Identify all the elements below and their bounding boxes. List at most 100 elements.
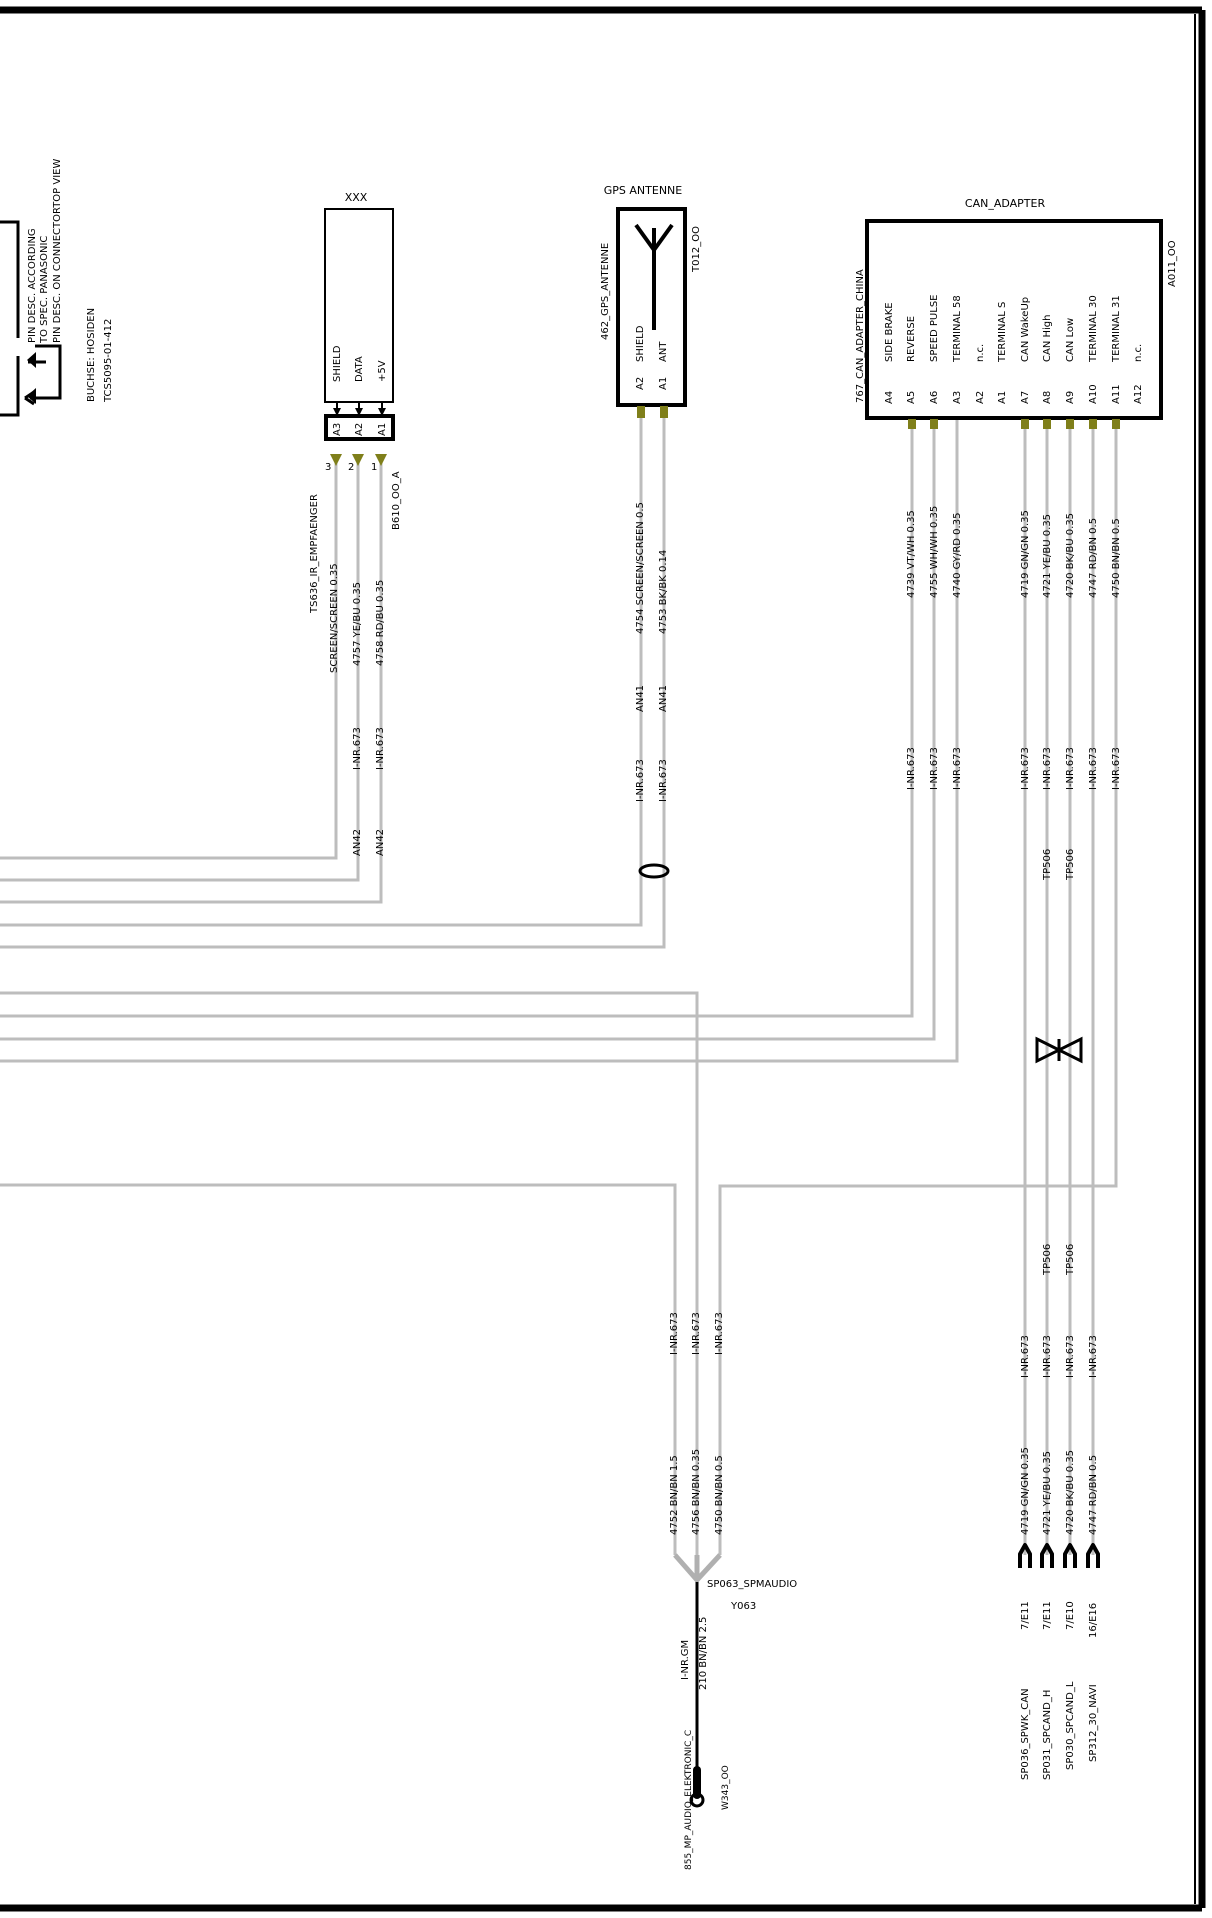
can-nr-1: I-NR.673 bbox=[906, 747, 917, 790]
can-tp-low: TP506 bbox=[1065, 849, 1076, 881]
can-wire-4750: 4750 BN/BN 0.5 bbox=[1111, 518, 1122, 598]
gps-an-shield: AN41 bbox=[635, 685, 646, 712]
wire-can-speed-pulse bbox=[0, 420, 959, 1063]
can-cavity-a5: A5 bbox=[906, 391, 917, 404]
gps-title: GPS ANTENNE bbox=[604, 184, 683, 197]
splice-spcand-h: SP031_SPCAND_H bbox=[1042, 1690, 1053, 1780]
buchse-line-2: TCS5095-01-412 bbox=[103, 319, 114, 403]
wire-can-side-brake bbox=[0, 420, 914, 1018]
splice-fan bbox=[673, 1553, 722, 1584]
gps-an-ant: AN41 bbox=[658, 685, 669, 712]
can-cavity-a10: A10 bbox=[1088, 384, 1099, 404]
splice-spmaudio: SP063_SPMAUDIO bbox=[707, 1579, 797, 1590]
lower-wire-4747: 4747 RD/BN 0.5 bbox=[1088, 1455, 1099, 1535]
can-pin-speed-pulse: SPEED PULSE bbox=[929, 295, 940, 362]
can-pin-high: CAN High bbox=[1042, 315, 1053, 362]
ir-cavity-a2: A2 bbox=[354, 423, 365, 436]
can-pin-wakeup: CAN WakeUp bbox=[1020, 297, 1031, 362]
can-pin-terminal-58: TERMINAL 58 bbox=[952, 295, 963, 363]
ir-pin-number-3: 3 bbox=[325, 462, 331, 473]
splice-spcand-l: SP030_SPCAND_L bbox=[1065, 1681, 1076, 1770]
splice-y063: Y063 bbox=[730, 1601, 756, 1612]
ir-connector-id: B610_OO_A bbox=[391, 471, 402, 530]
can-nr-7: I-NR.673 bbox=[1088, 747, 1099, 790]
pin-desc-line-3: PIN DESC. ON CONNECTORTOP VIEW bbox=[52, 159, 63, 343]
gps-nr-shield: I-NR.673 bbox=[635, 759, 646, 802]
mid-nr-right: I-NR.673 bbox=[714, 1312, 725, 1355]
ref-wakeup: 7/E11 bbox=[1020, 1601, 1031, 1630]
can-cavity-a12: A12 bbox=[1133, 384, 1144, 404]
can-cavity-a6: A6 bbox=[929, 391, 940, 404]
can-cavity-a2: A2 bbox=[975, 391, 986, 404]
splice-connector-term30-icon bbox=[1086, 1543, 1100, 1568]
can-pin-reverse: REVERSE bbox=[906, 316, 917, 362]
gps-cavity-a2: A2 bbox=[635, 377, 646, 390]
wire-ir-shield bbox=[0, 462, 338, 860]
twisted-pair-bowtie-icon bbox=[1035, 1036, 1083, 1064]
can-cavity-a11: A11 bbox=[1111, 384, 1122, 404]
can-device-name: 767_CAN_ADAPTER_CHINA bbox=[855, 269, 866, 403]
wire-ir-5v bbox=[0, 462, 383, 904]
ir-pin-shield: SHIELD bbox=[332, 345, 343, 382]
ir-wire-shield: SCREEN/SCREEN 0.35 bbox=[329, 563, 340, 673]
can-cavity-a4: A4 bbox=[884, 391, 895, 404]
can-nr-6: I-NR.673 bbox=[1065, 747, 1076, 790]
can-pin-side-brake: SIDE BRAKE bbox=[884, 302, 895, 362]
wire-gps-ant bbox=[0, 410, 666, 949]
wire-gps-shield bbox=[0, 410, 643, 927]
lower-wire-4720: 4720 BK/BU 0.35 bbox=[1065, 1450, 1076, 1535]
gps-cavity-a1: A1 bbox=[658, 377, 669, 390]
can-wire-4739: 4739 VT/WH 0.35 bbox=[906, 510, 917, 598]
can-wire-4740: 4740 GY/RD 0.35 bbox=[952, 513, 963, 598]
gps-antenna: GPS ANTENNE 462_GPS_ANTENNE T012_OO SHIE… bbox=[600, 184, 702, 879]
ir-an-data: AN42 bbox=[352, 829, 363, 856]
can-pin-nc-1: n.c. bbox=[975, 344, 986, 362]
can-connector-id: A011_OO bbox=[1167, 240, 1178, 287]
pin-desc-arrow-icon bbox=[27, 352, 36, 404]
can-cavity-a9: A9 bbox=[1065, 391, 1076, 404]
ir-cavity-a3: A3 bbox=[332, 423, 343, 436]
can-box bbox=[865, 219, 1163, 420]
pin-desc-bracket bbox=[0, 220, 62, 417]
ir-pin-data: DATA bbox=[354, 356, 365, 382]
diagram-frame bbox=[0, 6, 1206, 1912]
mid-nr-left: I-NR.673 bbox=[669, 1312, 680, 1355]
lower-nr-term30: I-NR.673 bbox=[1088, 1335, 1099, 1378]
ir-nr-5v: I-NR.673 bbox=[375, 727, 386, 770]
can-pin-terminal-31: TERMINAL 31 bbox=[1111, 295, 1122, 363]
can-pin-nc-2: n.c. bbox=[1133, 344, 1144, 362]
ir-box-title: XXX bbox=[345, 191, 368, 204]
splice-30-navi: SP312_30_NAVI bbox=[1088, 1684, 1099, 1762]
can-cavity-a8: A8 bbox=[1042, 391, 1053, 404]
gps-pin-ant: ANT bbox=[658, 341, 669, 362]
can-nr-2: I-NR.673 bbox=[929, 747, 940, 790]
lower-nr-low: I-NR.673 bbox=[1065, 1335, 1076, 1378]
gps-device-name: 462_GPS_ANTENNE bbox=[600, 243, 611, 340]
lower-wire-4719: 4719 GN/GN 0.35 bbox=[1020, 1447, 1031, 1535]
ground-wire-code: 210 BN/BN 2.5 bbox=[698, 1617, 709, 1690]
can-pin-low: CAN Low bbox=[1065, 318, 1076, 362]
ir-wire-data: 4757 YE/BU 0.35 bbox=[352, 582, 363, 666]
buchse-line-1: BUCHSE: HOSIDEN bbox=[86, 308, 97, 402]
can-nr-5: I-NR.673 bbox=[1042, 747, 1053, 790]
wire-mid-right bbox=[718, 420, 1118, 1555]
mid-nr-center: I-NR.673 bbox=[691, 1312, 702, 1355]
can-title: CAN_ADAPTER bbox=[965, 197, 1046, 210]
wire-can-reverse bbox=[0, 420, 936, 1041]
can-wire-4721: 4721 YE/BU 0.35 bbox=[1042, 514, 1053, 598]
lower-nr-wakeup: I-NR.673 bbox=[1020, 1335, 1031, 1378]
can-nr-4: I-NR.673 bbox=[1020, 747, 1031, 790]
gps-wire-ant: 4753 BK/BK 0.14 bbox=[658, 550, 669, 634]
wire-mid-center bbox=[0, 991, 699, 1555]
can-cavity-a7: A7 bbox=[1020, 391, 1031, 404]
ir-pin-number-1: 1 bbox=[371, 462, 377, 473]
can-pin-terminal-s: TERMINAL S bbox=[997, 302, 1008, 363]
gps-box bbox=[616, 207, 687, 407]
gps-wire-shield: 4754 SCREEN/SCREEN 0.5 bbox=[635, 502, 646, 634]
can-wire-4755: 4755 WH/WH 0.35 bbox=[929, 506, 940, 598]
antenna-icon bbox=[634, 223, 674, 330]
ref-low: 7/E10 bbox=[1065, 1601, 1076, 1630]
splice-connector-icons bbox=[1018, 1543, 1100, 1568]
pin-desc-line-2: TO SPEC. PANASONIC bbox=[39, 236, 50, 344]
